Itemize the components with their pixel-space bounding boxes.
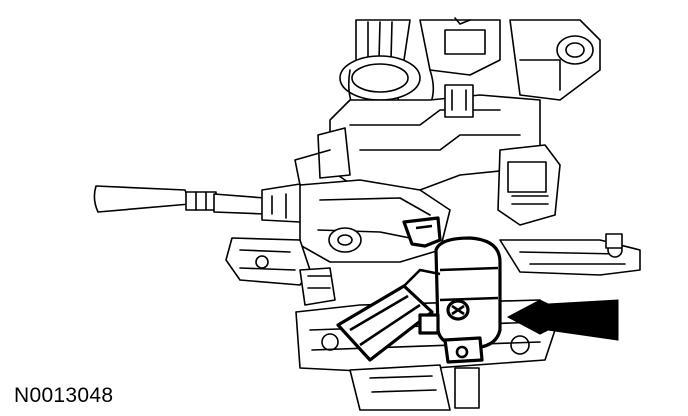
upper-column-housing: [317, 17, 601, 191]
highlighted-switch-component: [336, 216, 502, 364]
steering-shaft: [339, 19, 435, 119]
callout-arrow: [506, 299, 619, 341]
side-connector: [497, 144, 561, 226]
mounting-bracket: [225, 233, 641, 286]
figure-reference-code: N0013048: [14, 384, 114, 407]
multifunction-lever: [93, 183, 311, 223]
lower-column: [295, 267, 556, 411]
